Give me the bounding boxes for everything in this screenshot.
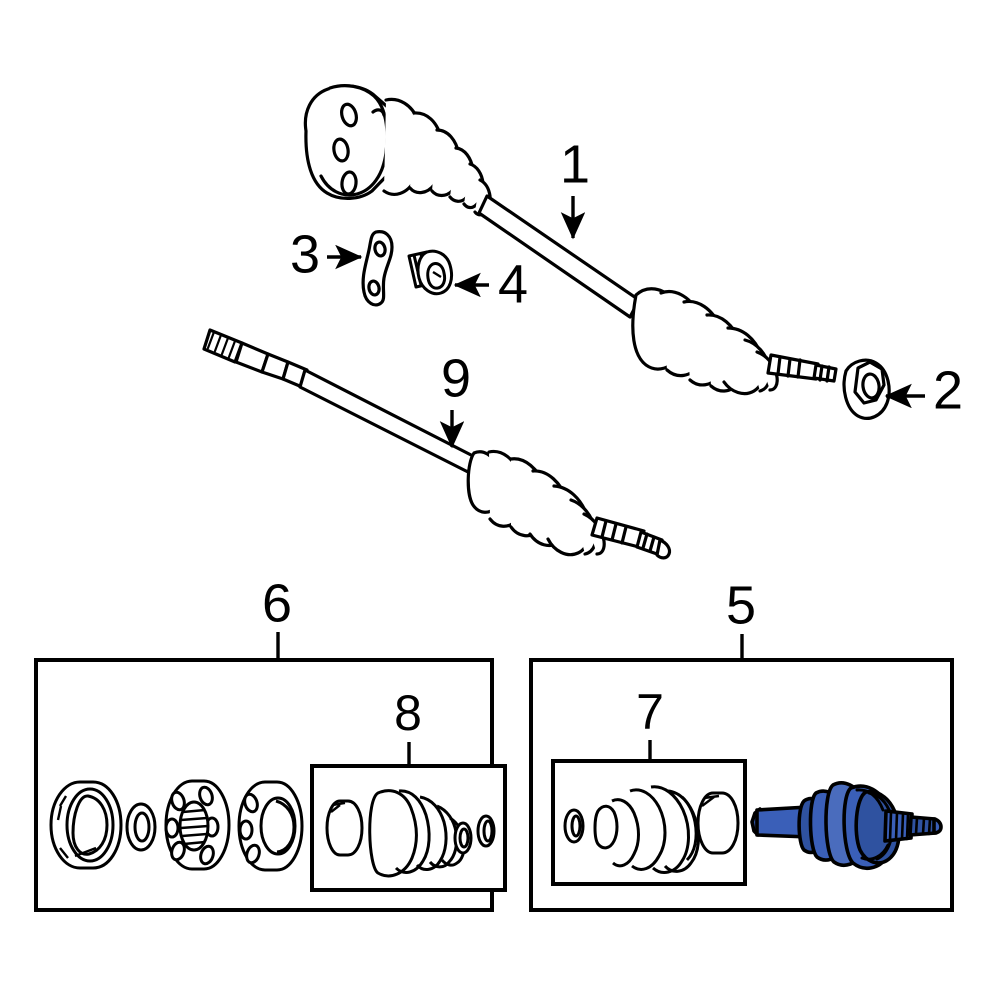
- blue-spline-4: [905, 812, 910, 841]
- rear-output-spline-2: [610, 522, 618, 542]
- callout-label-2[interactable]: 2: [933, 360, 963, 420]
- inner-boot-bellows: [368, 789, 473, 878]
- callout-label-5[interactable]: 5: [726, 575, 756, 635]
- tulip-bolt-hole-3: [340, 170, 358, 196]
- nut-hex-top-edge: [857, 360, 883, 371]
- outer-boot-large-clamp: [696, 791, 740, 855]
- callout-leaders: [276, 196, 925, 766]
- blue-spline-3: [900, 812, 905, 841]
- callout-label-4[interactable]: 4: [498, 254, 528, 314]
- inner-joint-kit-box[interactable]: [34, 658, 507, 912]
- rear-output-tip: [655, 538, 672, 560]
- bolt-head-face: [426, 262, 447, 290]
- callout-label-7[interactable]: 7: [636, 684, 664, 740]
- inner-boot-large-clamp: [325, 799, 364, 857]
- callout-label-9[interactable]: 9: [441, 348, 471, 408]
- inner-boot-small-clamp: [476, 814, 496, 848]
- rear-spline-line-3: [220, 336, 230, 356]
- axle-shaft-assembly-rear[interactable]: [202, 328, 672, 560]
- shaft-bar: [477, 194, 641, 319]
- output-spline-3: [796, 358, 802, 379]
- rear-output-spline-1: [600, 519, 608, 539]
- highlighted-cv-joint-assembly[interactable]: [750, 781, 943, 871]
- blue-thread-groove-1: [914, 816, 919, 836]
- strap-hole-bottom: [367, 279, 381, 297]
- blue-bell-arc-2: [855, 788, 885, 812]
- flange-bolt[interactable]: [407, 249, 454, 296]
- output-thread-collar: [812, 363, 838, 383]
- rear-spline-line-1: [206, 330, 216, 350]
- strap-hole-top: [373, 240, 387, 258]
- outer-joint-kit-box[interactable]: [529, 658, 954, 912]
- tulip-bolt-hole-2: [332, 137, 350, 163]
- callout-label-8[interactable]: 8: [394, 685, 422, 741]
- callout-label-3[interactable]: 3: [290, 224, 320, 284]
- outer-boot-small-clamp: [563, 808, 585, 844]
- inner-boot-kit-box[interactable]: [310, 764, 507, 892]
- axle-hub-nut[interactable]: [842, 358, 891, 420]
- outer-boot-kit-box[interactable]: [551, 759, 747, 886]
- rear-spline-line-2: [213, 333, 223, 353]
- cage-ring: [237, 780, 304, 872]
- blue-thread-tip: [932, 817, 943, 835]
- output-stub-shaft: [766, 353, 820, 381]
- output-thread-1: [818, 364, 824, 382]
- blue-thread-groove-2: [921, 816, 926, 836]
- nut-bore: [861, 372, 881, 400]
- inner-race-spider: [164, 779, 231, 871]
- callout-label-6[interactable]: 6: [262, 573, 292, 633]
- output-spline-1: [776, 355, 782, 376]
- output-spline-2: [786, 357, 792, 378]
- axle-shaft-assembly-front[interactable]: [303, 84, 838, 396]
- snap-ring-washer: [125, 802, 157, 852]
- rear-output-thread-2: [648, 535, 656, 553]
- outer-boot-bellows: [593, 785, 700, 874]
- blue-spline-2: [894, 811, 899, 842]
- rear-spline-line-4: [227, 339, 237, 359]
- rear-output-thread-1: [641, 532, 649, 550]
- output-thread-2: [825, 365, 831, 383]
- tulip-notch: [371, 108, 386, 117]
- callout-label-1[interactable]: 1: [560, 134, 590, 194]
- rear-output-spline-3: [620, 525, 628, 545]
- blue-thread-groove-3: [927, 817, 932, 836]
- tulip-bolt-hole-1: [340, 102, 358, 128]
- bolt-head-mark: [432, 270, 442, 279]
- blue-spline-1: [888, 811, 893, 842]
- joint-housing-cup: [49, 780, 123, 870]
- blue-bell-arc-3: [860, 843, 890, 861]
- retainer-plate-strap[interactable]: [361, 230, 394, 307]
